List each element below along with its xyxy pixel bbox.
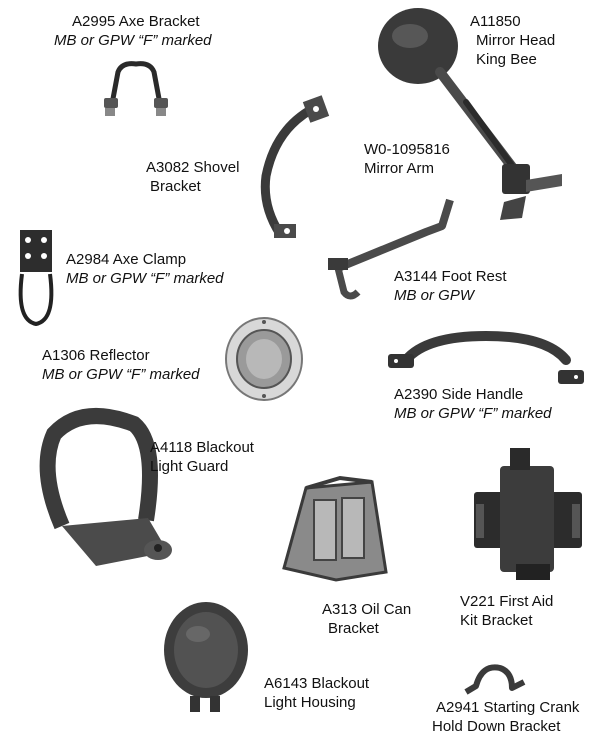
a6143-label: A6143 Blackout Light Housing <box>264 674 369 712</box>
a6143-number: A6143 Blackout <box>264 675 370 692</box>
a2390-number: A2390 Side Handle <box>394 386 524 403</box>
v221-label: V221 First Aid Kit Bracket <box>460 592 553 630</box>
a2995-number: A2995 Axe Bracket <box>72 13 200 30</box>
oil-can-bracket-icon <box>270 475 392 588</box>
reflector-icon <box>224 316 304 402</box>
shovel-bracket-icon <box>254 95 334 244</box>
w0-label: W0-1095816 Mirror Arm <box>364 140 450 178</box>
first-aid-bracket-icon <box>472 446 584 582</box>
a3082-number: A3082 Shovel <box>146 159 240 176</box>
v221-name: Kit Bracket <box>460 612 533 629</box>
a1306-number: A1306 Reflector <box>42 347 150 364</box>
a3144-number: A3144 Foot Rest <box>394 268 507 285</box>
a3082-name: Bracket <box>150 178 201 195</box>
a3144-label: A3144 Foot Rest MB or GPW <box>394 267 507 305</box>
a313-number: A313 Oil Can <box>322 601 412 618</box>
a2984-number: A2984 Axe Clamp <box>66 251 187 268</box>
mirror-arm-icon <box>324 196 464 306</box>
a1306-label: A1306 Reflector MB or GPW “F” marked <box>42 346 200 384</box>
a2941-number: A2941 Starting Crank <box>436 699 580 716</box>
a11850-number: A11850 <box>470 13 521 30</box>
a2941-name: Hold Down Bracket <box>432 718 561 735</box>
light-housing-icon <box>160 598 252 720</box>
a2995-label: A2995 Axe Bracket MB or GPW “F” marked <box>54 12 212 50</box>
a2390-note: MB or GPW “F” marked <box>394 405 552 422</box>
a1306-note: MB or GPW “F” marked <box>42 366 200 383</box>
a3144-note: MB or GPW <box>394 287 475 304</box>
a4118-number: A4118 Blackout <box>150 439 254 456</box>
a2995-note: MB or GPW “F” marked <box>54 32 212 49</box>
v221-number: V221 First Aid <box>460 593 554 610</box>
a6143-name: Light Housing <box>264 694 356 711</box>
light-guard-icon <box>36 408 182 580</box>
a4118-label: A4118 Blackout Light Guard <box>150 438 254 476</box>
a11850-name: Mirror Head <box>476 32 556 49</box>
a11850-name2: King Bee <box>476 51 537 68</box>
a2941-label: A2941 Starting Crank Hold Down Bracket <box>432 698 579 736</box>
crank-bracket-icon <box>462 660 526 698</box>
a11850-label: A11850 Mirror Head King Bee <box>470 12 555 69</box>
a313-label: A313 Oil Can Bracket <box>322 600 411 638</box>
axe-clamp-icon <box>14 228 58 328</box>
w0-name: Mirror Arm <box>364 160 434 177</box>
a4118-name: Light Guard <box>150 458 229 475</box>
a2390-label: A2390 Side Handle MB or GPW “F” marked <box>394 385 552 423</box>
a2984-note: MB or GPW “F” marked <box>66 270 224 287</box>
mirror-head-icon <box>376 6 576 228</box>
a2984-label: A2984 Axe Clamp MB or GPW “F” marked <box>66 250 224 288</box>
a313-name: Bracket <box>328 620 379 637</box>
side-handle-icon <box>386 330 586 392</box>
axe-bracket-icon <box>96 58 176 128</box>
a3082-label: A3082 Shovel Bracket <box>146 158 239 196</box>
w0-number: W0-1095816 <box>364 141 450 158</box>
